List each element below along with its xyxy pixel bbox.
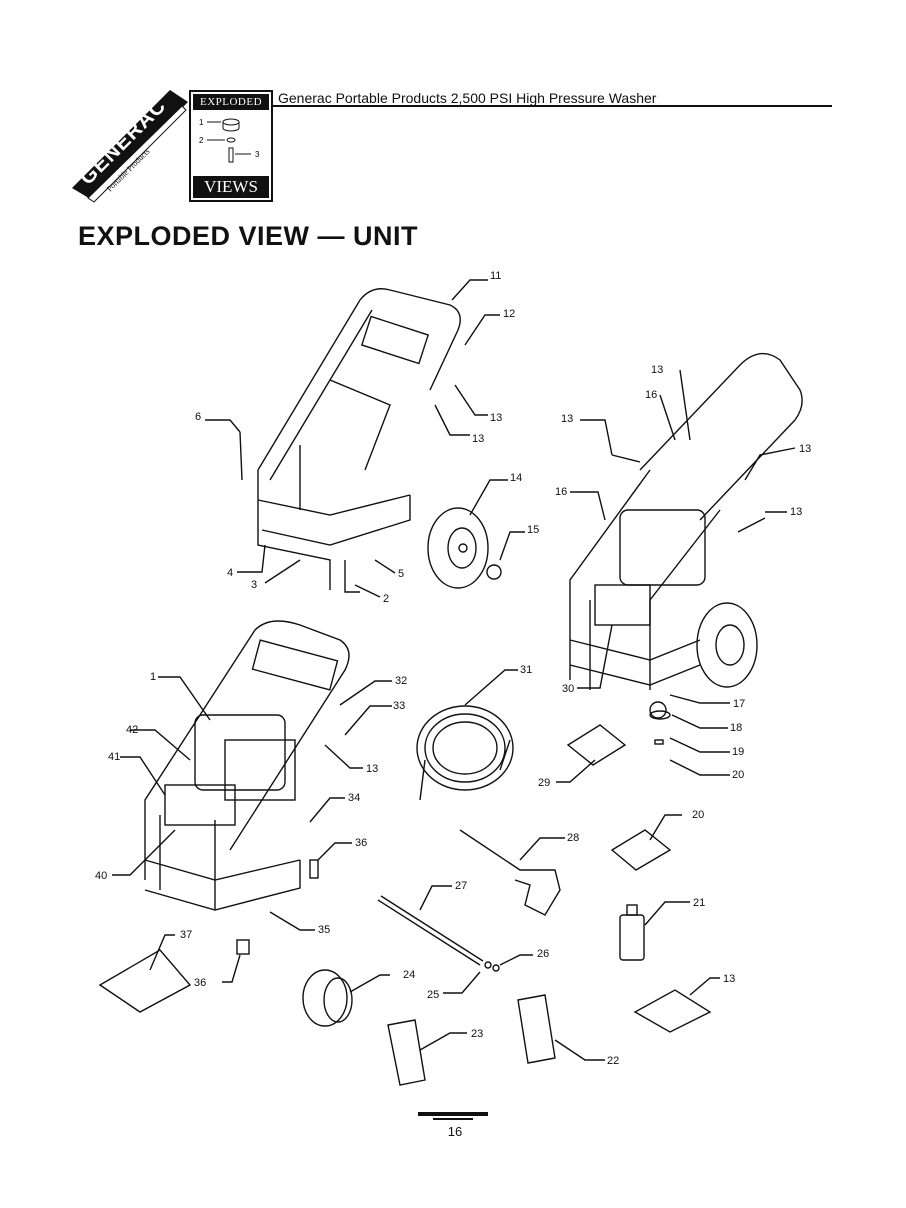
callout-18: 17 (733, 698, 745, 710)
callout-41: 41 (108, 751, 120, 763)
page-number: 16 (447, 1124, 463, 1139)
header-rule (273, 105, 832, 107)
callout-13h: 13 (723, 973, 735, 985)
callout-6: 6 (195, 411, 201, 423)
generac-logo: GENERAC Portable Products (70, 88, 188, 206)
callout-40: 40 (95, 870, 107, 882)
callout-20: 19 (732, 746, 744, 758)
callout-3: 3 (251, 579, 257, 591)
callout-37: 36 (355, 837, 367, 849)
callout-38: 36 (194, 977, 206, 989)
callout-13c: 13 (651, 364, 663, 376)
callout-1: 1 (150, 671, 156, 683)
callout-42: 42 (126, 724, 138, 736)
page-heading: EXPLODED VIEW — UNIT (78, 221, 419, 251)
badge-callout-1: 1 (199, 118, 204, 127)
callout-4: 4 (227, 567, 233, 579)
callout-14: 14 (510, 472, 522, 484)
document-title: Generac Portable Products 2,500 PSI High… (278, 90, 657, 106)
callout-25: 23 (471, 1028, 483, 1040)
callout-26: 24 (403, 969, 415, 981)
callout-11: 11 (490, 270, 501, 282)
callout-2: 2 (383, 593, 389, 605)
callout-29: 27 (455, 880, 467, 892)
callout-13f: 13 (790, 506, 802, 518)
callout-12: 12 (503, 308, 515, 320)
badge-top-label: EXPLODED (193, 94, 269, 110)
callout-36b: 35 (318, 924, 330, 936)
callout-13a: 13 (490, 412, 502, 424)
badge-callout-3: 3 (255, 150, 260, 159)
callout-16: 16 (555, 486, 567, 498)
callout-28: 26 (537, 948, 549, 960)
callout-30: 28 (567, 832, 579, 844)
callout-5: 5 (398, 568, 404, 580)
callout-36a: 34 (348, 792, 360, 804)
callout-13d: 13 (561, 413, 573, 425)
callout-21: 20 (732, 769, 744, 781)
badge-parts-icon: 1 2 3 (199, 118, 260, 163)
callout-35: 33 (393, 700, 405, 712)
callout-13b: 13 (472, 433, 484, 445)
exploded-views-badge: EXPLODED 1 2 3 VIEWS (189, 90, 273, 202)
callout-22: 20 (692, 809, 704, 821)
callout-17: 16 (645, 389, 657, 401)
footer-bar-thin (433, 1118, 473, 1120)
callout-15: 15 (527, 524, 539, 536)
footer-bar (418, 1112, 488, 1116)
callout-24: 22 (607, 1055, 619, 1067)
badge-callout-2: 2 (199, 136, 204, 145)
callout-32: 30 (562, 683, 574, 695)
callout-39: 37 (180, 929, 192, 941)
callout-13g: 13 (366, 763, 378, 775)
callout-23: 21 (693, 897, 705, 909)
callout-31: 29 (538, 777, 550, 789)
callout-33: 31 (520, 664, 532, 676)
callout-34: 32 (395, 675, 407, 687)
callout-13e: 13 (799, 443, 811, 455)
badge-bottom-label: VIEWS (193, 176, 269, 198)
callout-19: 18 (730, 722, 742, 734)
callout-27: 25 (427, 989, 439, 1001)
